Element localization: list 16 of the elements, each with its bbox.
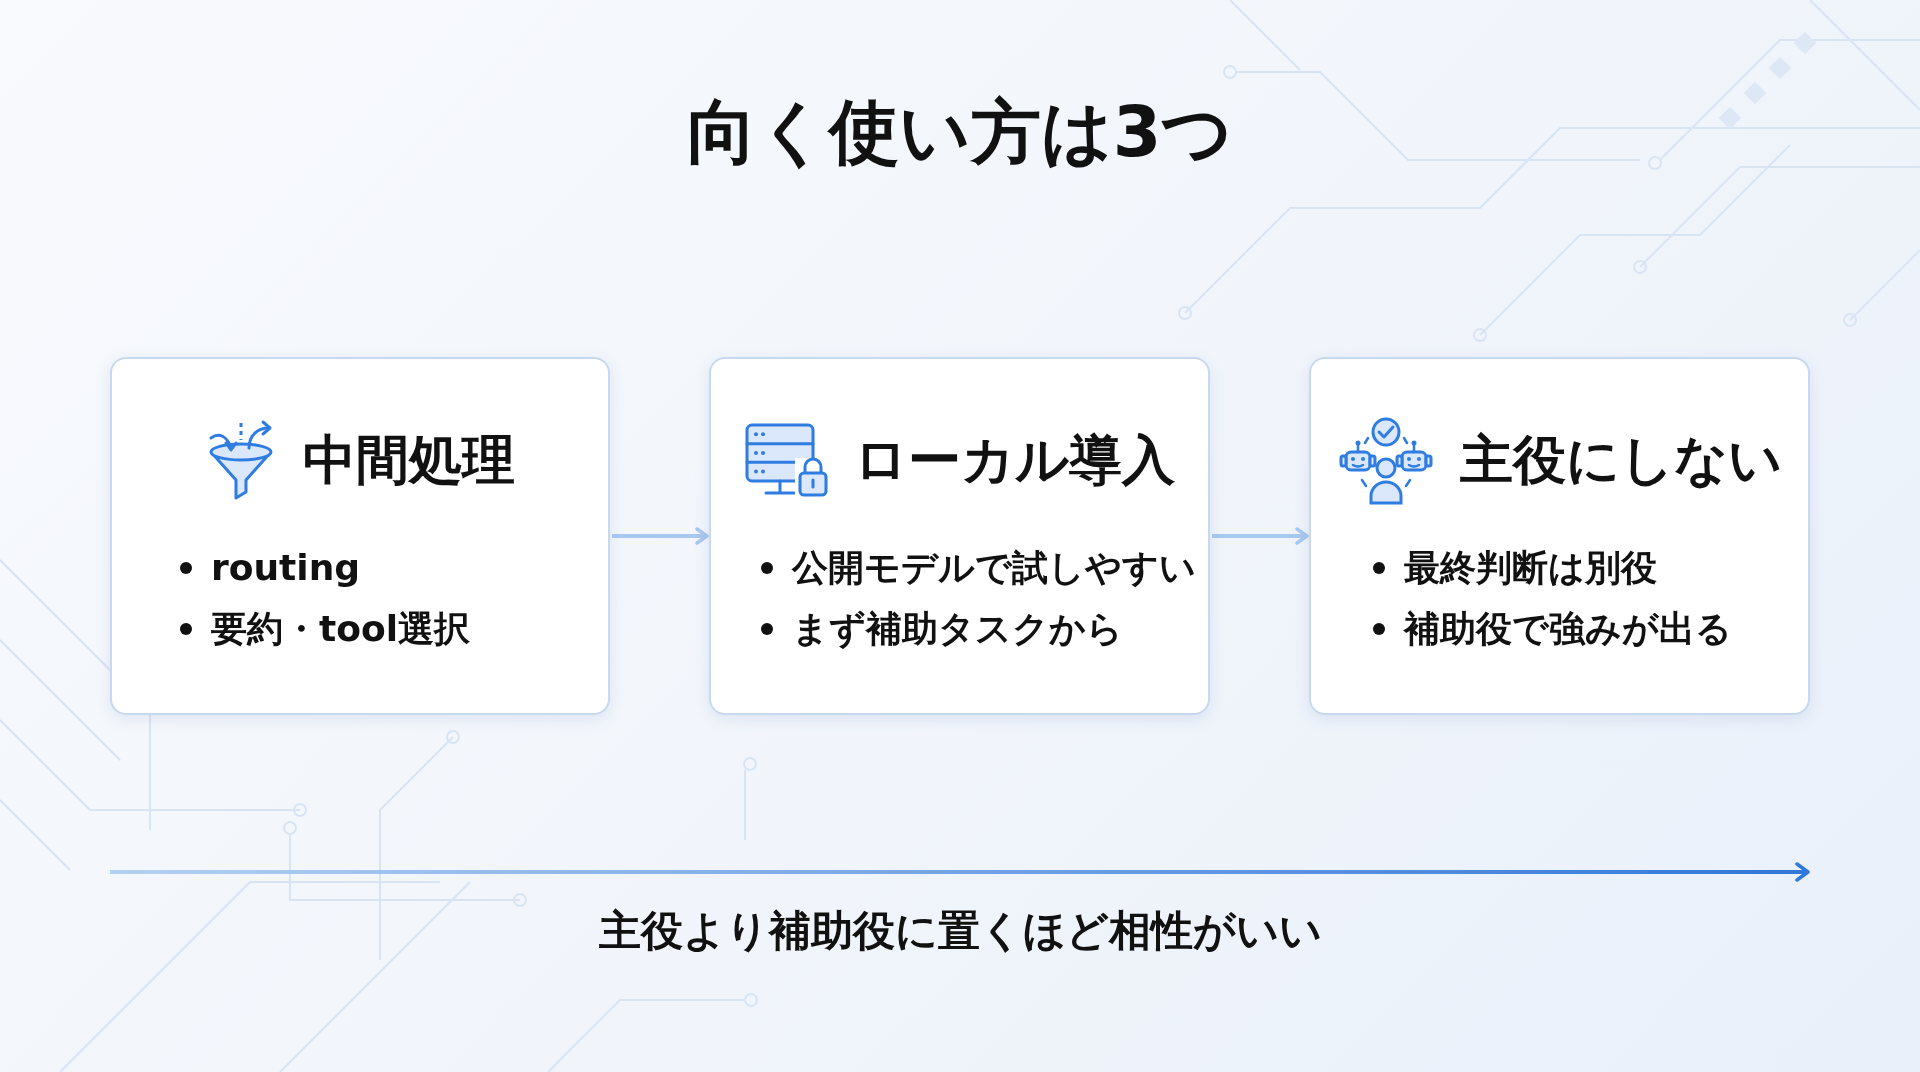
card-heading: 中間処理: [303, 429, 515, 491]
arrow: [1212, 527, 1309, 545]
arrow-caption: 主役より補助役に置くほど相性がいい: [598, 905, 1322, 957]
card-heading: ローカル導入: [854, 429, 1175, 491]
arrow: [612, 527, 709, 545]
bullet-text: 公開モデルで試しやすい: [792, 546, 1196, 590]
card: [709, 357, 1210, 715]
bullet-text: 最終判断は別役: [1404, 546, 1657, 590]
card: [110, 357, 610, 715]
bullet-text: 補助役で強みが出る: [1404, 607, 1732, 651]
card-heading: 主役にしない: [1459, 429, 1782, 491]
bullet-text: 要約・tool選択: [211, 607, 470, 651]
bullet-text: routing: [211, 546, 361, 590]
bullet-text: まず補助タスクから: [792, 607, 1123, 651]
card: [1309, 357, 1810, 715]
title: 向く使い方は3つ: [686, 90, 1234, 174]
